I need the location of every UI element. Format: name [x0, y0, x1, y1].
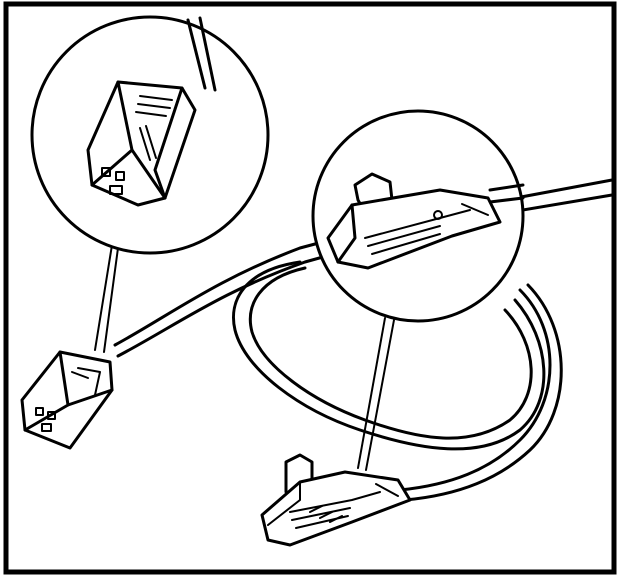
diagram-frame [3, 1, 617, 575]
detail-callout-sensor [311, 109, 525, 471]
sensor-connector [260, 453, 412, 547]
detail-callout-connector [30, 15, 270, 255]
wiring-harness [113, 178, 614, 502]
harness-connector [20, 244, 119, 450]
